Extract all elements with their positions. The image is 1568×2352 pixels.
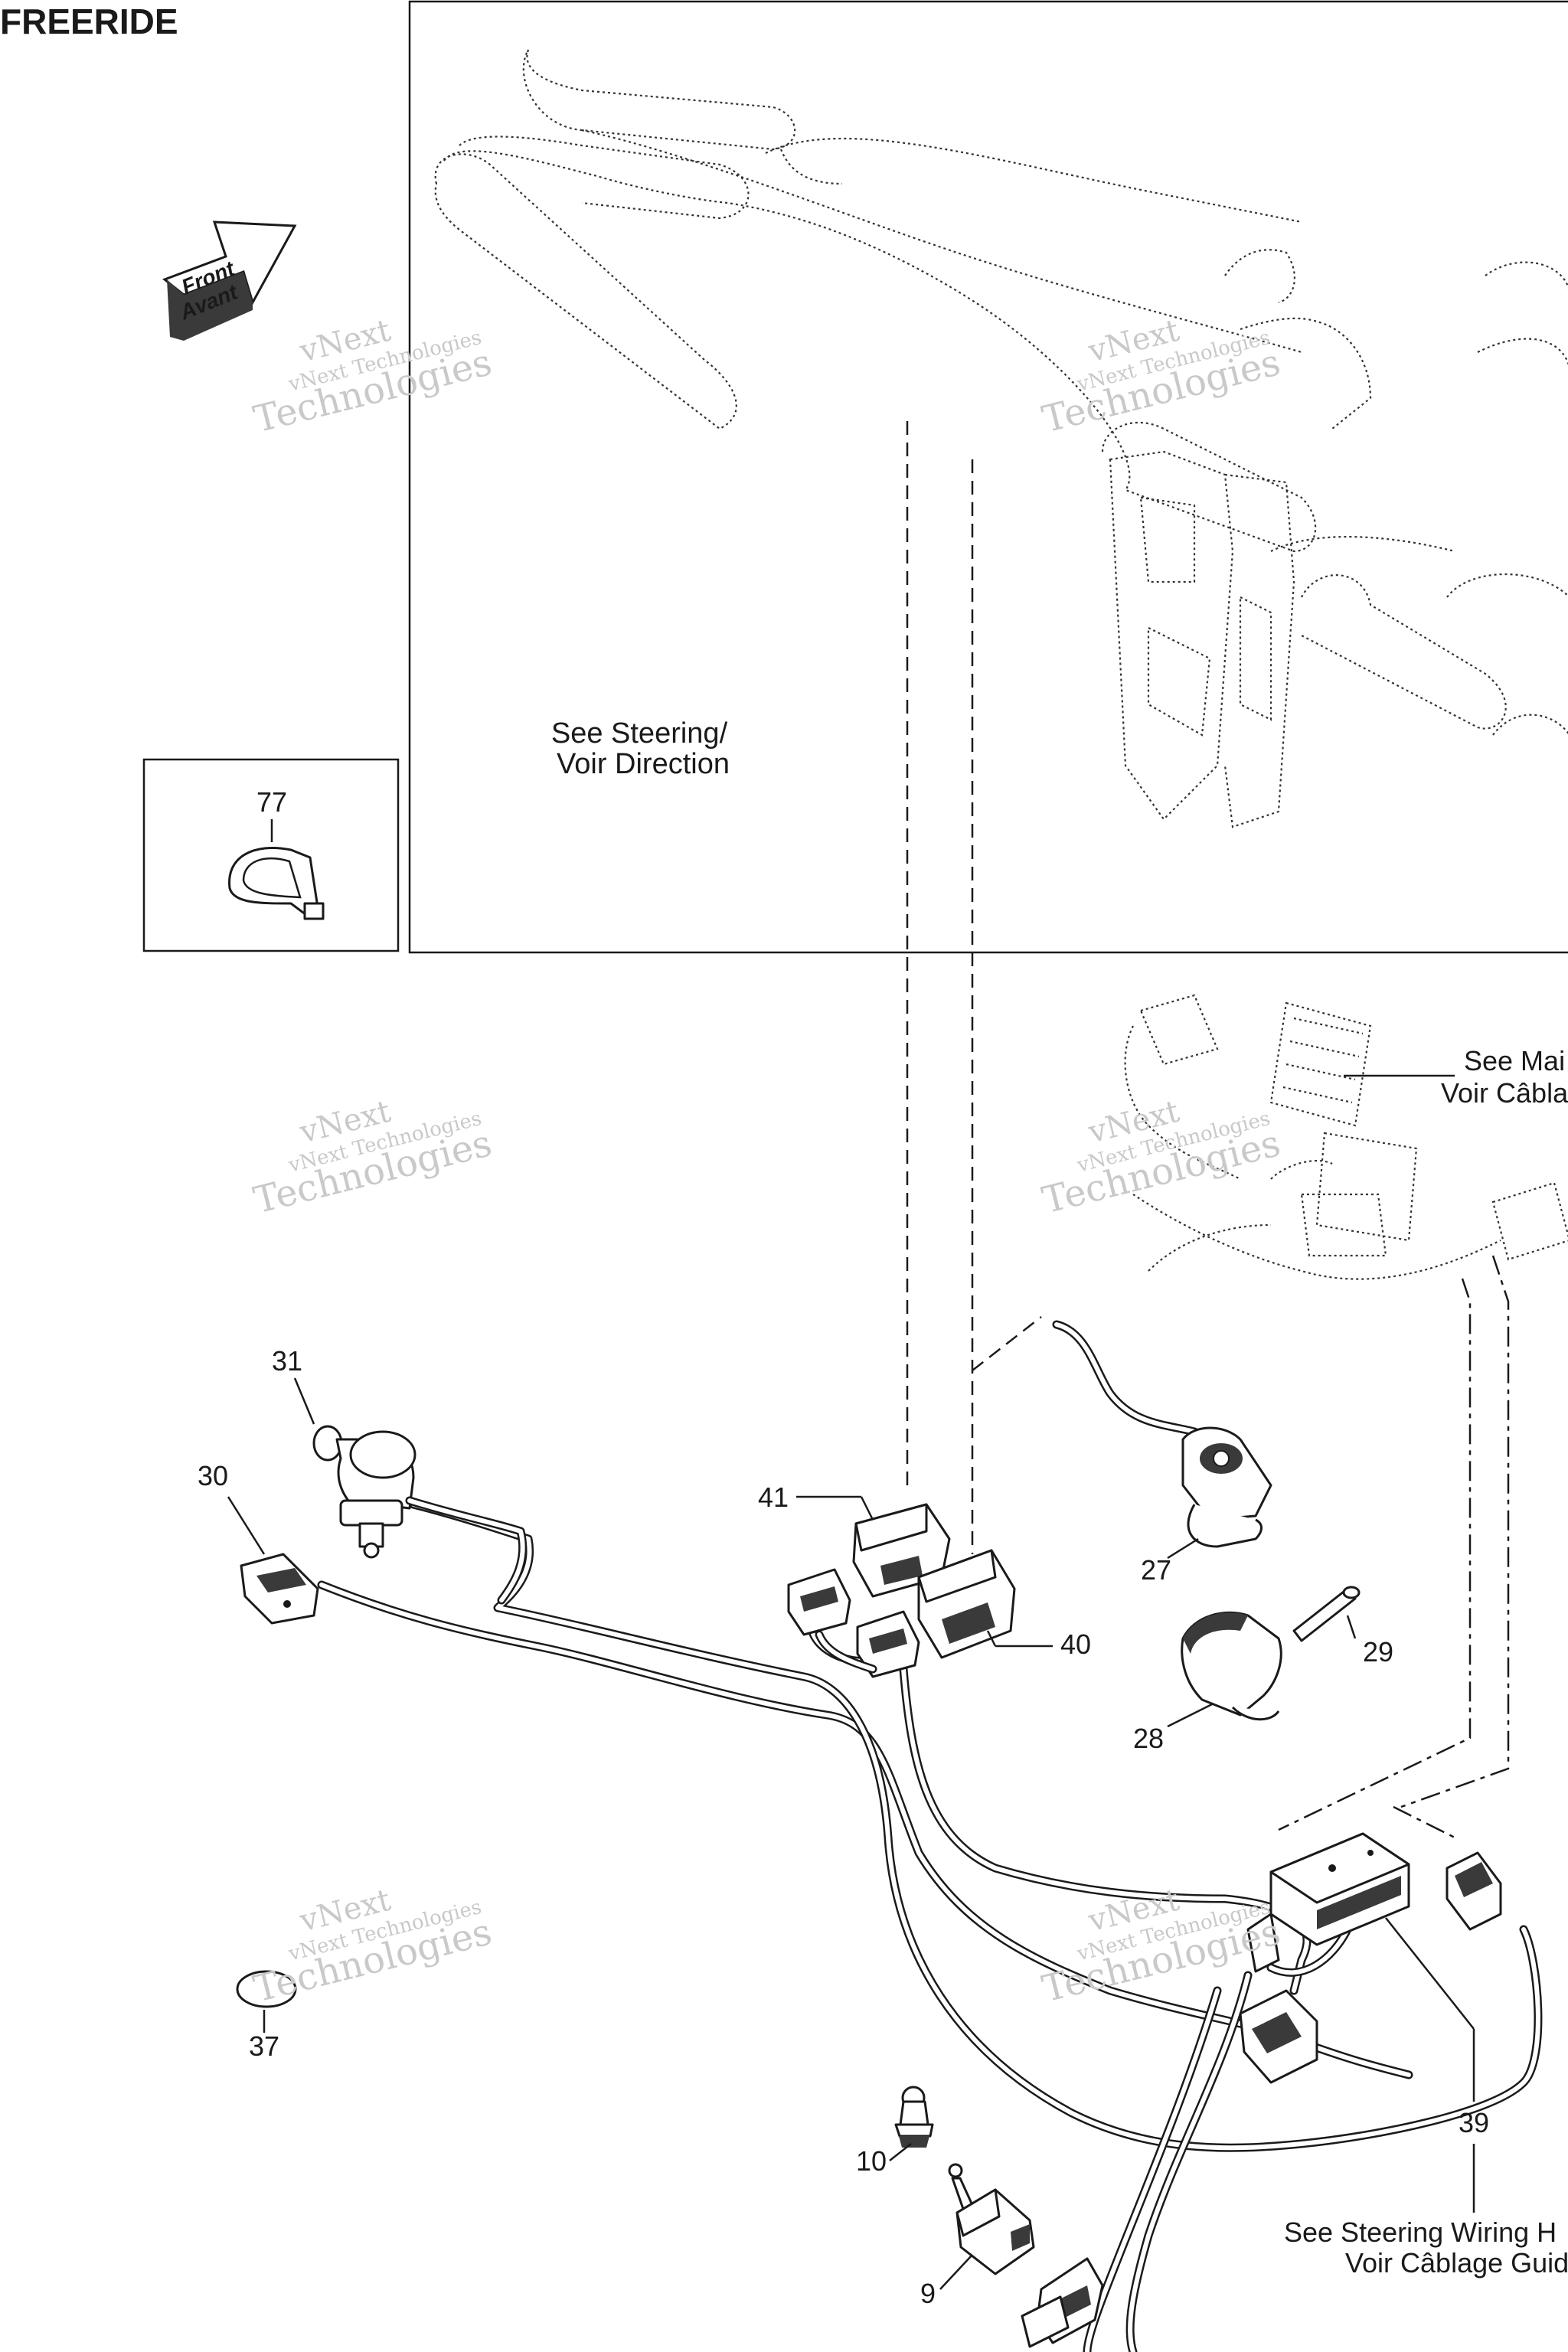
callout-37: 37 [249,2030,279,2062]
watermark-bottom-left: vNext vNext Technologies Technologies [250,1883,496,2011]
main-harness-note-line1: See Mai [1464,1045,1565,1076]
part-30-connector [240,1553,319,1625]
callout-29: 29 [1363,1636,1393,1668]
callout-28: 28 [1133,1723,1164,1754]
part-77-clip [228,846,325,920]
steering-wiring-note-line1: See Steering Wiring H [1284,2216,1557,2248]
part-29-pin [1292,1586,1361,1642]
handlebar-reference [434,49,1568,828]
inset-box-77 [142,758,400,952]
callout-27: 27 [1141,1554,1171,1586]
callout-9: 9 [920,2278,936,2309]
main-harness-note-line2: Voir Câbla [1441,1077,1568,1109]
callout-31: 31 [272,1345,302,1377]
callout-10: 10 [856,2145,887,2177]
watermark-top-right: vNext vNext Technologies Technologies [1038,313,1285,442]
callout-77: 77 [256,786,287,818]
watermark-mid-left: vNext vNext Technologies Technologies [250,1094,496,1223]
part-40-connector [917,1549,1016,1659]
steering-reference-note-line1: See Steering/ [551,717,728,750]
part-10-light [894,2086,934,2148]
guide-line-27 [972,1316,1042,1371]
part-28-boot [1181,1611,1282,1721]
callout-41: 41 [758,1481,789,1513]
watermark-top-left: vNext vNext Technologies Technologies [250,313,496,442]
part-27-connector [1181,1426,1272,1548]
callout-30: 30 [198,1460,228,1491]
guide-line-39a [1278,1278,1472,1831]
part-31-switch [312,1425,528,1605]
main-harness-reference [1124,994,1568,1280]
part-9-switch [948,2163,1104,2348]
watermark-mid-right: vNext vNext Technologies Technologies [1038,1094,1285,1223]
right-side-connector [1446,1851,1502,1931]
harness-connectors [787,1568,920,1678]
harness-end-connector [1239,1913,1318,2084]
steering-reference-frame [408,0,1568,954]
diagram-title: FREERIDE [0,2,178,41]
callout-40: 40 [1060,1628,1091,1660]
part-37-cap [236,1970,297,2008]
steering-reference-note-line2: Voir Direction [557,748,730,780]
steering-wiring-note-line2: Voir Câblage Guid [1345,2247,1568,2278]
front-arrow-icon: Front Avant [162,220,297,341]
part-39-module [1269,1832,1410,1946]
callout-39: 39 [1459,2107,1489,2138]
guide-line-39b [1400,1255,1510,1808]
guide-line-39c [1393,1805,1455,1839]
